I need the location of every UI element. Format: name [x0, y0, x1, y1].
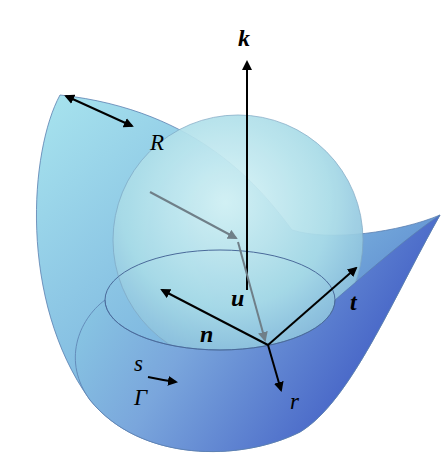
vector-label: Γ	[134, 386, 147, 409]
vector-label: r	[290, 390, 299, 413]
vector-label: u	[231, 286, 244, 310]
vector-label: n	[200, 322, 213, 346]
vector-label: R	[150, 131, 164, 154]
vector-label: k	[238, 26, 250, 50]
vector-label: t	[350, 290, 357, 314]
vector-label: s	[134, 352, 143, 375]
